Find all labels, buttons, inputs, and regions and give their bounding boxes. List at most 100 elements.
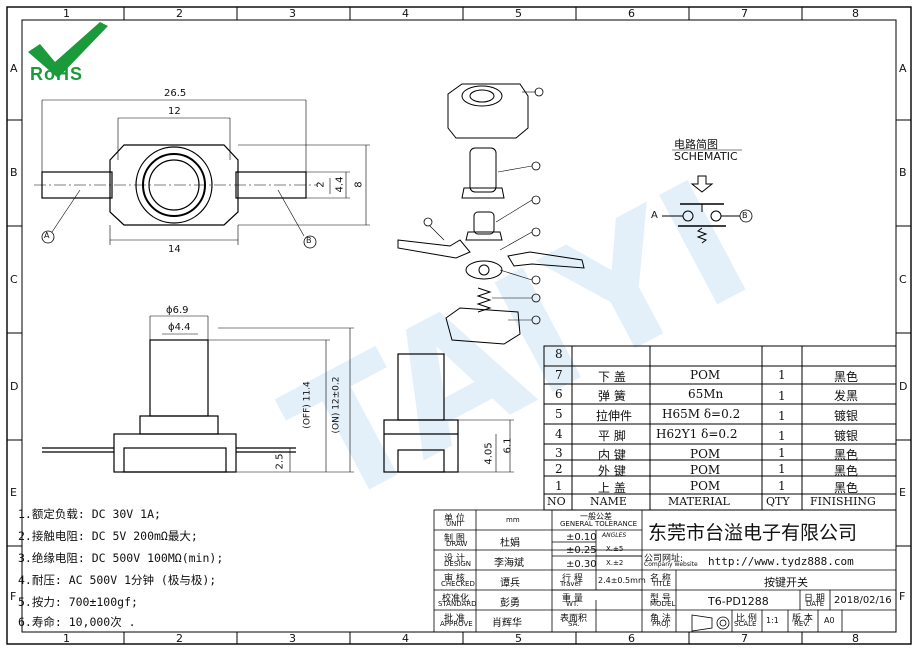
bom-fin-4: 镀银 (834, 429, 859, 443)
row-label-e-right: E (899, 486, 906, 499)
schematic-title-cn: 电路简图 (674, 138, 718, 151)
schematic-title-en: SCHEMATIC (674, 150, 738, 163)
bom-qty-6: 1 (778, 389, 786, 403)
title-block-grid (433, 509, 897, 633)
schematic-label-b: B (742, 211, 748, 220)
tb-date-en: DATE (806, 600, 825, 608)
tb-scale-en: SCALE (734, 620, 757, 628)
tb-std-val: 彭勇 (500, 598, 520, 609)
dim-base-height: 2.5 (274, 453, 286, 470)
bom-qty-2: 1 (778, 462, 786, 476)
tb-website-cn: 公司网址: (644, 554, 684, 564)
top-view (34, 99, 370, 249)
tb-title-en: TITLE (652, 580, 671, 588)
tb-std-cn: 校准化 (442, 594, 470, 604)
spec-line-6: 6.寿命: 10,000次 . (18, 615, 136, 629)
bom-fin-5: 镀银 (834, 409, 859, 423)
row-label-f: F (10, 590, 17, 603)
dim-right-8: 8 (353, 181, 365, 188)
spec-line-4: 4.耐压: AC 500V 1分钟 (极与极); (18, 573, 217, 587)
tb-travel-cn: 行 程 (562, 574, 583, 584)
tb-surface-cn: 表面积 (560, 614, 588, 624)
row-label-f-right: F (899, 590, 906, 603)
bom-fin-6: 发黑 (834, 389, 859, 403)
tb-draw-en: DRAW (446, 540, 468, 548)
bom-mat-6: 65Mn (688, 387, 724, 401)
bom-name-2: 外 键 (598, 464, 626, 478)
rohs-logo-text: RoHS (30, 64, 83, 84)
bom-table-grid (543, 345, 897, 511)
spec-line-3: 3.绝缘电阻: DC 500V 100MΩ(min); (18, 551, 224, 565)
col-label-5: 5 (515, 7, 522, 20)
tb-tol-1: ±0.10 (566, 532, 597, 543)
bom-qty-5: 1 (778, 409, 786, 423)
tb-draw-cn: 制 图 (444, 534, 465, 544)
bom-no-7: 7 (555, 368, 563, 382)
tb-rev-en: REV. (794, 620, 810, 628)
bom-qty-7: 1 (778, 368, 786, 382)
tb-proj-en: PROJ. (652, 620, 671, 628)
bom-qty-3: 1 (778, 446, 786, 460)
bom-no-8: 8 (555, 347, 563, 361)
tb-date-cn: 日 期 (804, 594, 825, 604)
bom-fin-1: 黑色 (834, 481, 859, 495)
col-label-7-bottom: 7 (741, 632, 748, 645)
tb-approve-val: 肖辉华 (492, 618, 522, 629)
tb-draw-val: 杜娟 (500, 538, 520, 549)
dim-bottom-width: 14 (168, 244, 181, 255)
bom-no-5: 5 (555, 407, 563, 421)
projection-symbol-icon (691, 614, 730, 632)
col-label-1: 1 (63, 7, 70, 20)
tb-scale-val: 1:1 (766, 616, 779, 625)
row-label-e: E (10, 486, 17, 499)
tb-approve-cn: 批 准 (444, 614, 465, 624)
bom-qty-1: 1 (778, 479, 786, 493)
tb-check-cn: 审 核 (444, 574, 465, 584)
row-label-b: B (10, 166, 18, 179)
tb-rev-val: A0 (824, 616, 835, 625)
spec-line-1: 1.额定负载: DC 30V 1A; (18, 507, 161, 521)
schematic-label-a: A (651, 210, 658, 221)
tb-check-val: 谭兵 (500, 578, 520, 589)
bom-name-3: 内 键 (598, 448, 626, 462)
tb-design-en: DESIGN (444, 560, 471, 568)
spec-line-5: 5.按力: 700±100gf; (18, 595, 138, 609)
tb-unit-en: UNIT (446, 520, 463, 528)
tb-scale-cn: 比 例 (736, 614, 757, 624)
terminal-b-label: B (306, 236, 312, 245)
dim-end-6-1: 6.1 (502, 437, 514, 454)
tb-tol-2b: X.±5 (606, 545, 624, 553)
dim-dia-outer: ϕ6.9 (166, 305, 189, 316)
bom-no-6: 6 (555, 387, 563, 401)
schematic-symbol (662, 149, 753, 244)
bom-mat-4: H62Y1 δ=0.2 (656, 427, 738, 441)
tb-check-en: CHECKED (441, 580, 475, 588)
bom-no-4: 4 (555, 427, 563, 441)
bom-header-qty: QTY (766, 495, 790, 508)
col-label-8-bottom: 8 (852, 632, 859, 645)
bom-name-6: 弹 簧 (598, 389, 626, 403)
bom-name-4: 平 脚 (598, 429, 626, 443)
row-label-b-right: B (899, 166, 907, 179)
bom-fin-3: 黑色 (834, 448, 859, 462)
col-label-8: 8 (852, 7, 859, 20)
bom-no-1: 1 (555, 479, 563, 493)
row-label-a-right: A (899, 62, 907, 75)
dim-on-height: (ON) 12±0.2 (331, 376, 342, 434)
tb-travel-en: Travel (560, 580, 581, 588)
col-label-3: 3 (289, 7, 296, 20)
row-label-c-right: C (899, 273, 907, 286)
tb-approve-en: APPROVE (440, 620, 473, 628)
col-label-7: 7 (741, 7, 748, 20)
bom-mat-3: POM (690, 447, 721, 461)
col-label-1-bottom: 1 (63, 632, 70, 645)
col-label-2: 2 (176, 7, 183, 20)
dim-inner-width: 12 (168, 106, 181, 117)
row-label-d: D (10, 380, 19, 393)
tb-rev-cn: 版 本 (792, 614, 813, 624)
bom-header-no: NO (547, 495, 566, 508)
tb-website-en: Company website (644, 561, 698, 568)
tb-website: http://www.tydz888.com (708, 555, 854, 568)
exploded-view (397, 83, 585, 345)
dim-right-2: 2 (315, 181, 327, 188)
